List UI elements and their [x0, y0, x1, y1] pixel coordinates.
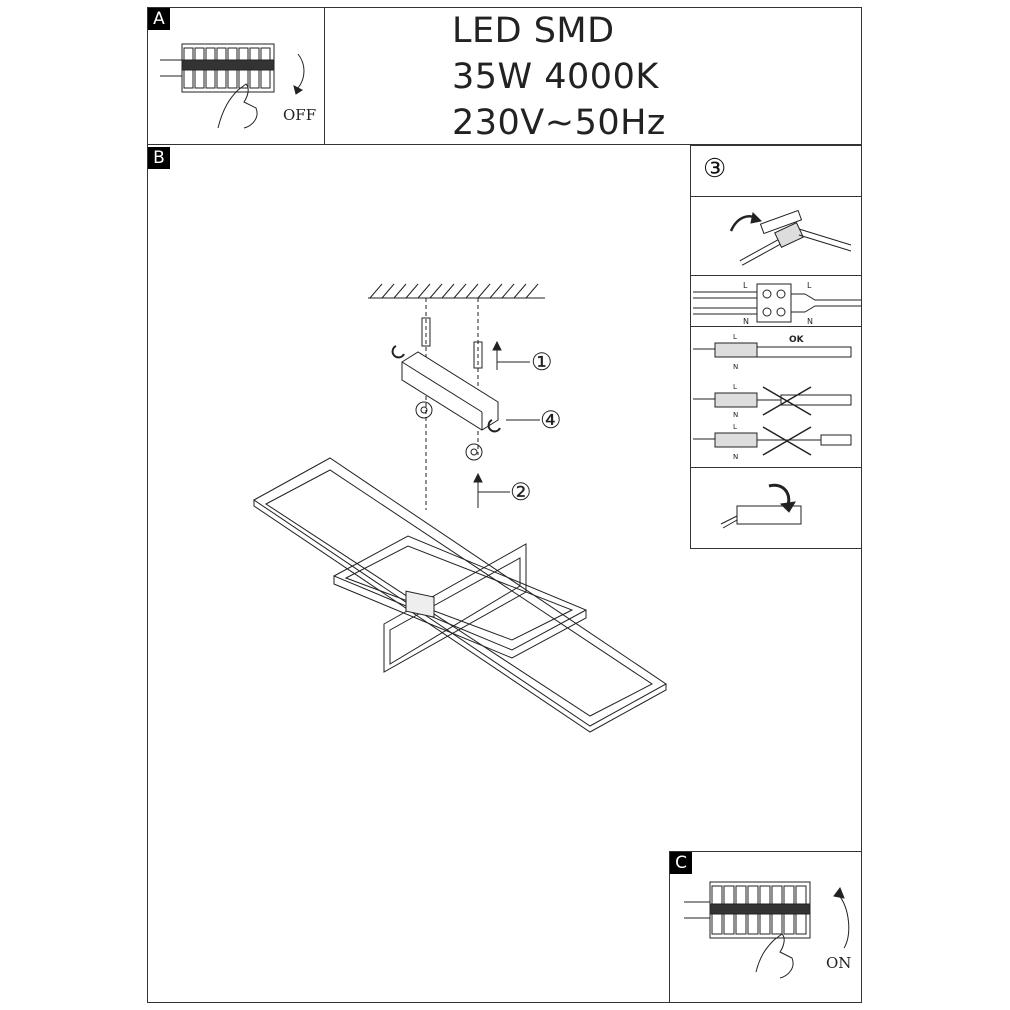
step-3-header: ③ — [690, 145, 862, 197]
screw-left — [415, 401, 433, 419]
terminal-n-left: N — [743, 317, 749, 326]
step-3-remove-cover — [690, 196, 862, 276]
terminal-block-illustration: L L N N — [693, 281, 861, 326]
step-1-label: ① — [531, 348, 553, 376]
power-and-color-temp: 35W 4000K — [452, 57, 659, 97]
wire-n-1: N — [733, 363, 738, 371]
step-3-wire-check: OK L N L N L N — [690, 326, 862, 468]
panel-a-tag: A — [148, 8, 170, 30]
step-3-terminal-block: L L N N — [690, 275, 862, 327]
terminal-cover-illustration — [729, 209, 852, 266]
terminal-l-left: L — [743, 281, 748, 290]
wire-n-3: N — [733, 453, 738, 461]
driver-box — [405, 590, 435, 618]
lamp-frame-inner — [332, 535, 588, 659]
wire-l-3: L — [733, 423, 737, 431]
mounting-bracket — [401, 351, 499, 431]
panel-c-tag: C — [670, 852, 692, 874]
installation-diagram: ① ④ ② — [253, 283, 667, 733]
screw-right — [465, 443, 483, 461]
lamp-frame-cross — [383, 543, 527, 673]
terminal-l-right: L — [807, 281, 812, 290]
breaker-on-label: ON — [826, 954, 851, 972]
panel-c: C ON — [669, 851, 862, 1003]
product-type: LED SMD — [452, 11, 615, 51]
title-panel — [324, 7, 862, 145]
lamp-frame-outer — [253, 457, 667, 733]
ceiling-hatch — [369, 283, 539, 299]
step-3-number: ③ — [703, 154, 727, 184]
voltage-and-frequency: 230V~50Hz — [452, 103, 666, 143]
panel-a: A OFF — [147, 7, 325, 145]
wire-l-1: L — [733, 333, 737, 341]
nut-top — [391, 345, 405, 359]
step-4-label: ④ — [540, 406, 562, 434]
wall-anchor-right — [473, 341, 483, 369]
wall-anchor-left — [421, 317, 431, 347]
step-2-label: ② — [510, 478, 532, 506]
breaker-on-illustration: ON — [684, 881, 851, 979]
breaker-off-label: OFF — [283, 106, 316, 124]
wire-ok-label: OK — [789, 335, 805, 345]
wire-l-2: L — [733, 383, 737, 391]
wire-n-2: N — [733, 411, 738, 419]
terminal-n-right: N — [807, 317, 813, 326]
panel-b-tag: B — [148, 147, 170, 169]
wire-check-illustration: OK L N L N L N — [693, 333, 852, 461]
step-3-close-cover — [690, 467, 862, 549]
breaker-off-illustration: OFF — [160, 43, 316, 129]
nut-bottom — [487, 419, 501, 433]
close-cover-illustration — [720, 483, 802, 529]
